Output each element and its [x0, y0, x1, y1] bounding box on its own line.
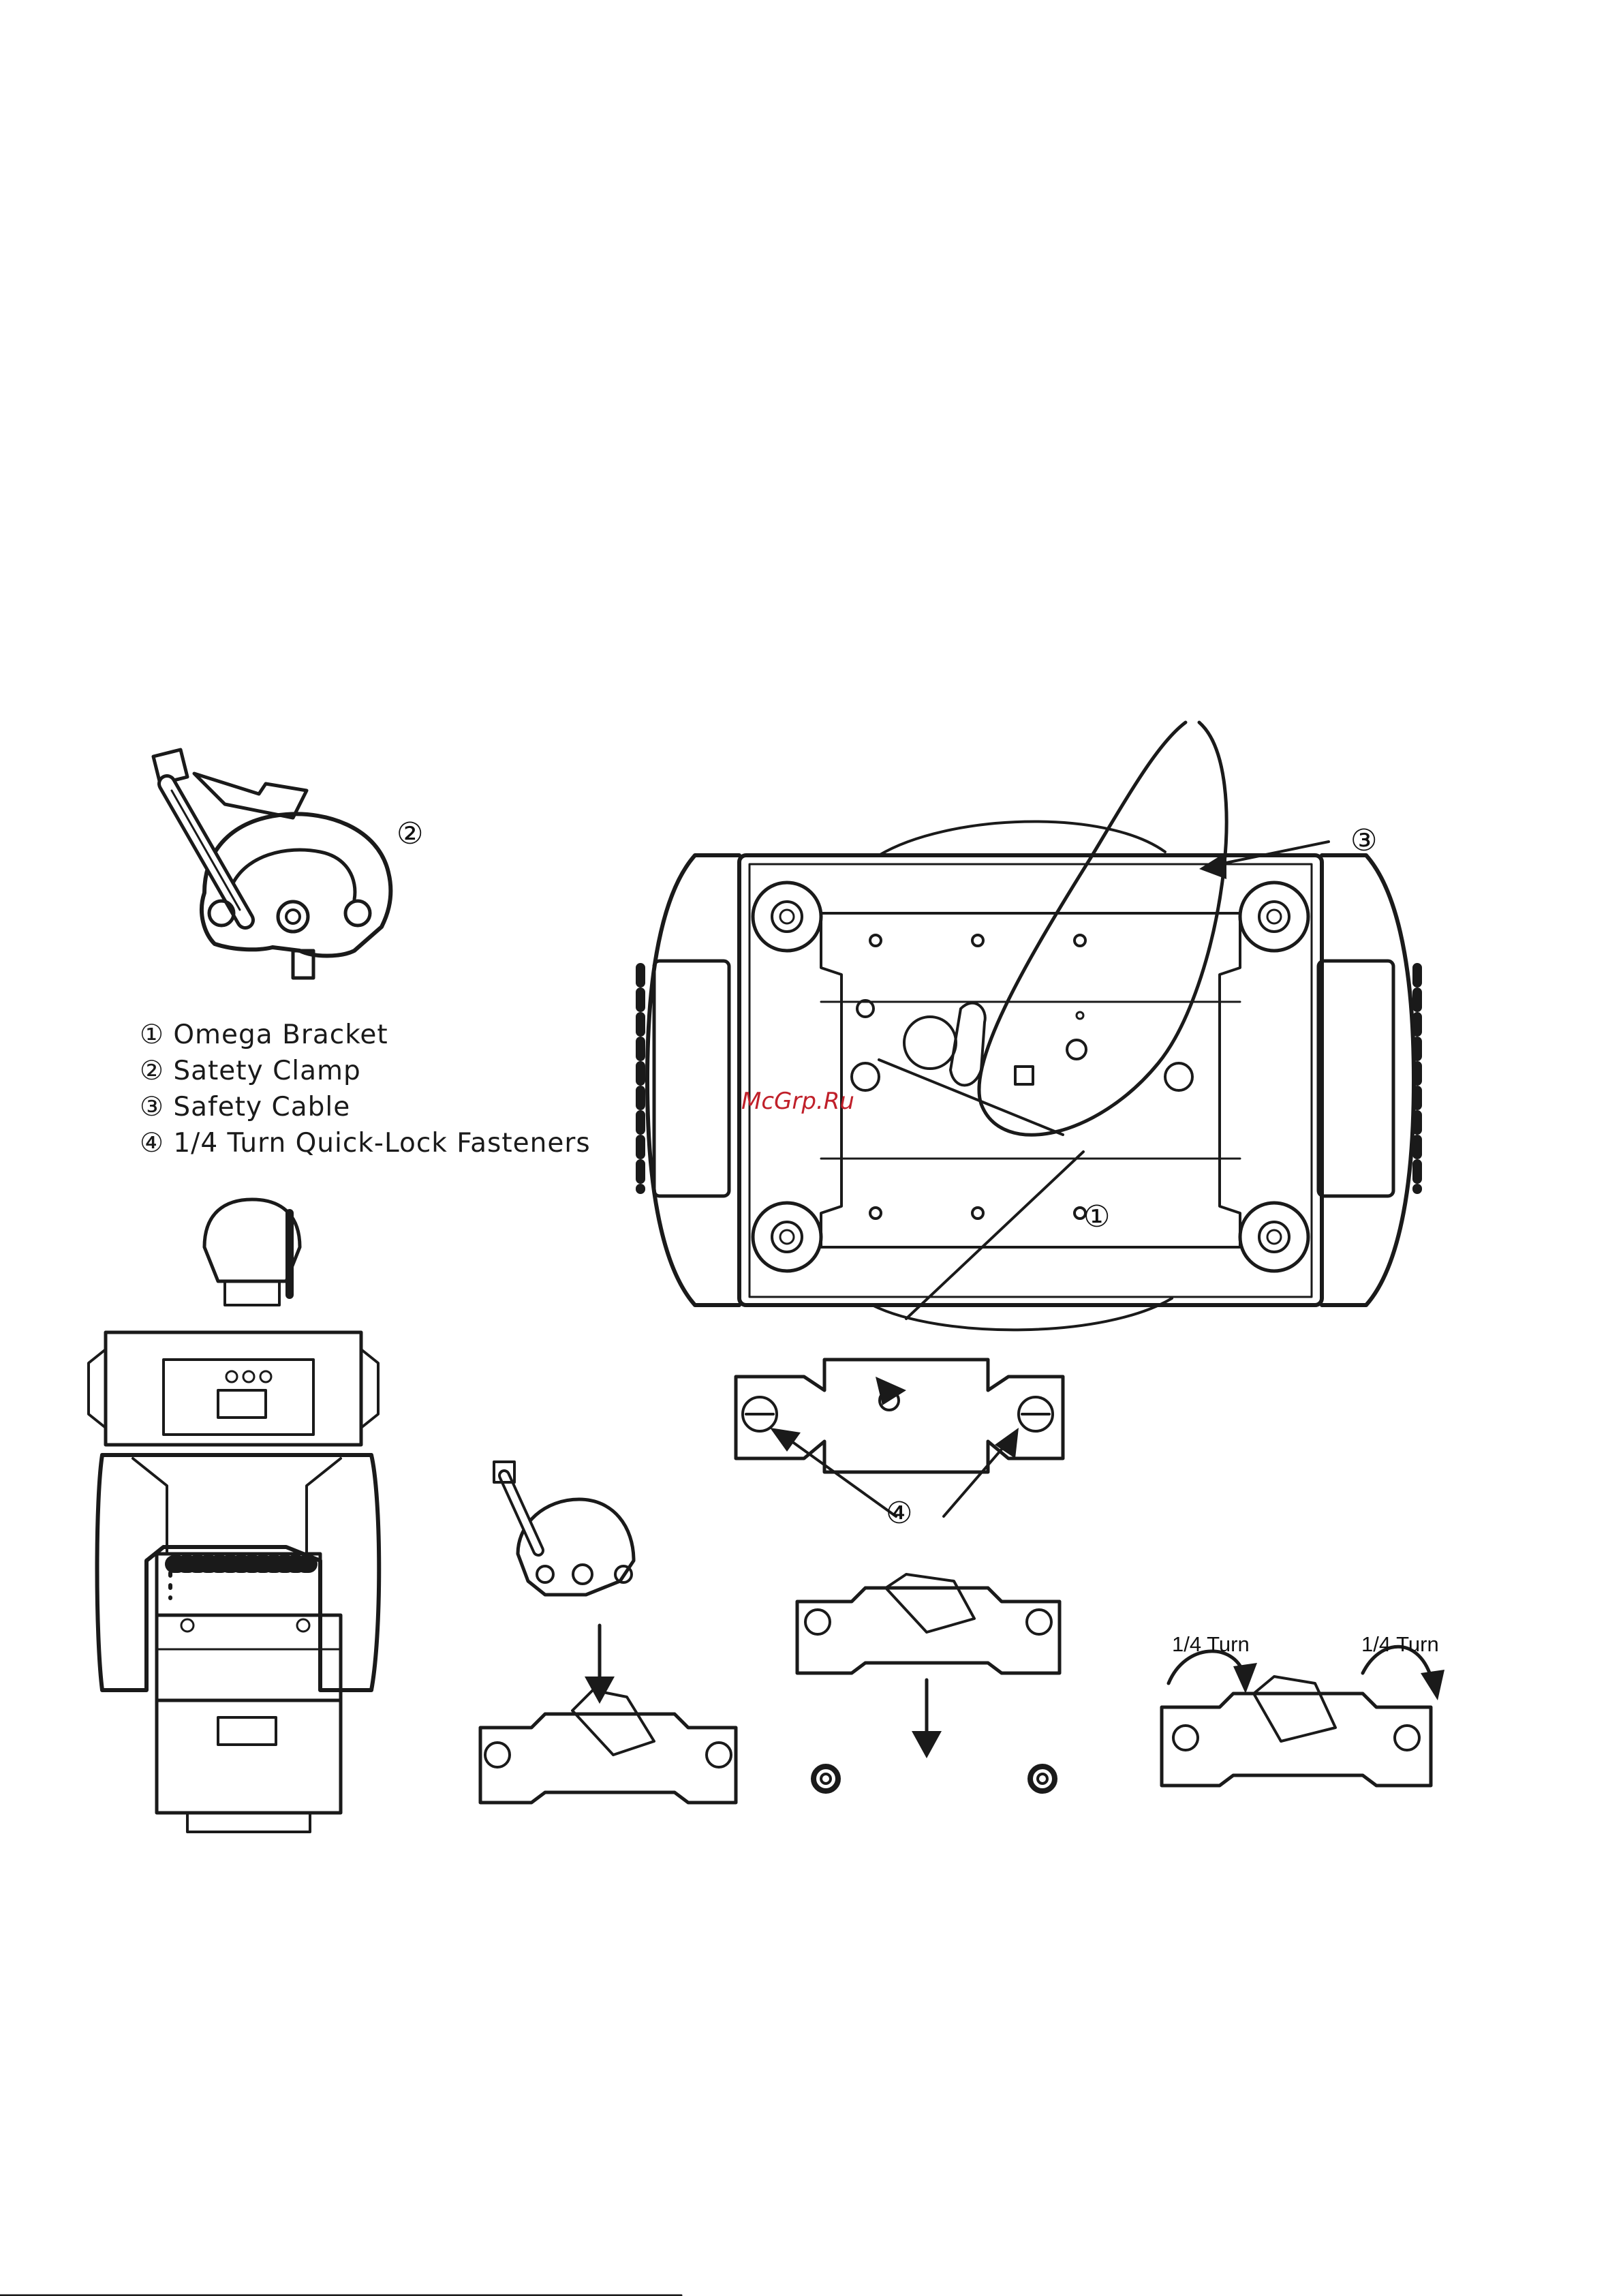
fixture-front-view [89, 1199, 379, 1832]
legend-item-safety-clamp: ② Satety Clamp [140, 1053, 617, 1089]
safety-clamp-drawing [153, 750, 390, 978]
turn-label-left: 1/4 Turn [1172, 1632, 1250, 1657]
parts-legend: ① Omega Bracket ② Satety Clamp ③ Safety … [140, 1017, 617, 1161]
omega-bracket-drawing [736, 1360, 1063, 1516]
fixture-top-view [640, 722, 1417, 1330]
legend-item-quick-lock-fasteners: ④ 1/4 Turn Quick-Lock Fasteners [140, 1125, 617, 1161]
callout-two: ② [397, 816, 423, 851]
quarter-turn-step [1162, 1647, 1444, 1786]
turn-label-right: 1/4 Turn [1361, 1632, 1439, 1657]
clamp-attach-step [480, 1462, 736, 1803]
bracket-removal-step [797, 1574, 1060, 1791]
callout-one: ① [1083, 1199, 1110, 1234]
callout-three: ③ [1350, 823, 1377, 858]
legend-item-safety-cable: ③ Safety Cable [140, 1089, 617, 1125]
callout-four: ④ [886, 1496, 912, 1531]
watermark-text: McGrp.Ru [741, 1088, 854, 1115]
legend-item-omega-bracket: ① Omega Bracket [140, 1017, 617, 1053]
